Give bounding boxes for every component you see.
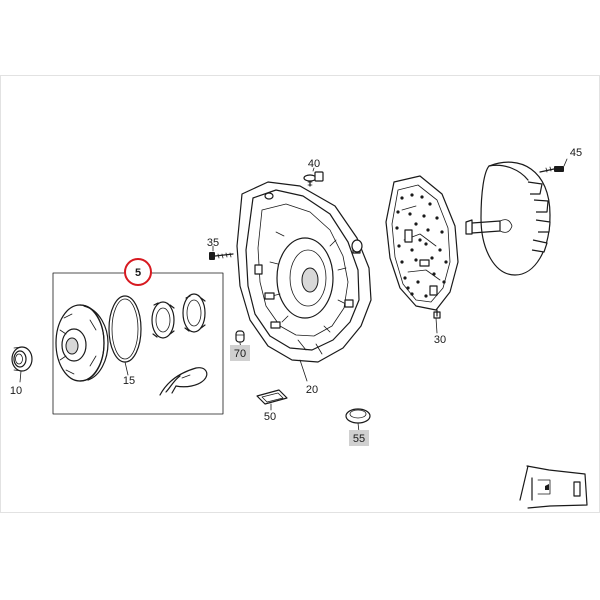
assembly-5-box	[52, 272, 224, 415]
callout-50-label[interactable]: 50	[264, 411, 276, 423]
part-5-strap[interactable]	[159, 367, 208, 396]
callout-15-label[interactable]: 15	[123, 375, 135, 387]
callout-55-tag	[349, 430, 369, 446]
callout-30-label[interactable]: 30	[434, 334, 446, 346]
part-50-gasket[interactable]	[256, 389, 288, 405]
callout-10-label[interactable]: 10	[10, 385, 22, 397]
part-10-seal-ring[interactable]	[11, 346, 33, 372]
part-5-gear-set[interactable]	[151, 293, 206, 339]
part-40-bolt[interactable]	[303, 171, 324, 187]
side-view-thumbnail	[519, 465, 588, 509]
part-45-cover-assembly[interactable]	[465, 161, 564, 276]
callout-70-tag	[230, 345, 250, 361]
part-35-bolt[interactable]	[209, 252, 234, 260]
callout-70[interactable]: 70	[230, 345, 250, 361]
callout-45-label[interactable]: 45	[570, 147, 582, 159]
callout-5-label: 5	[135, 267, 141, 279]
callout-55[interactable]: 55	[349, 430, 369, 446]
part-55-cover-disc[interactable]	[345, 408, 371, 424]
callout-55-label: 55	[353, 433, 365, 445]
callout-20-label[interactable]: 20	[306, 384, 318, 396]
part-30-valve-plate[interactable]	[385, 175, 459, 319]
callout-35-label[interactable]: 35	[207, 237, 219, 249]
part-70-pin[interactable]	[235, 330, 245, 343]
callout-5-highlight-ring	[124, 258, 152, 286]
part-20-transmission-housing[interactable]	[236, 181, 372, 363]
callout-70-label: 70	[234, 348, 246, 360]
callout-5[interactable]: 5	[124, 258, 152, 286]
part-5-pump-housing[interactable]	[55, 304, 109, 382]
callout-40-label[interactable]: 40	[308, 158, 320, 170]
